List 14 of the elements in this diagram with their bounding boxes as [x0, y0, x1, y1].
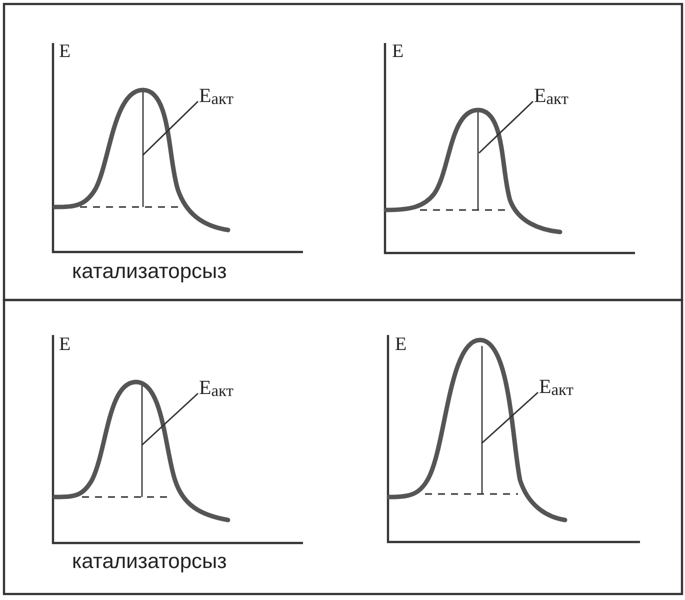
leader-line [142, 100, 199, 156]
activation-energy-label: E$_{акт}$ [534, 86, 568, 108]
axis-label: E [59, 335, 71, 354]
axis-label: E [395, 335, 407, 354]
leader-line [142, 392, 198, 446]
leader-line [478, 100, 534, 154]
leader-line [482, 392, 538, 444]
axis-label: E [392, 42, 404, 61]
axis-label: E [59, 42, 71, 61]
activation-energy-label: E$_{акт}$ [199, 378, 234, 400]
activation-energy-label: E$_{акт}$ [199, 86, 234, 108]
chart-caption: катализаторсыз [72, 551, 227, 572]
activation-energy-label: E$_{акт}$ [539, 377, 574, 398]
chart-caption: катализаторсыз [72, 261, 227, 282]
